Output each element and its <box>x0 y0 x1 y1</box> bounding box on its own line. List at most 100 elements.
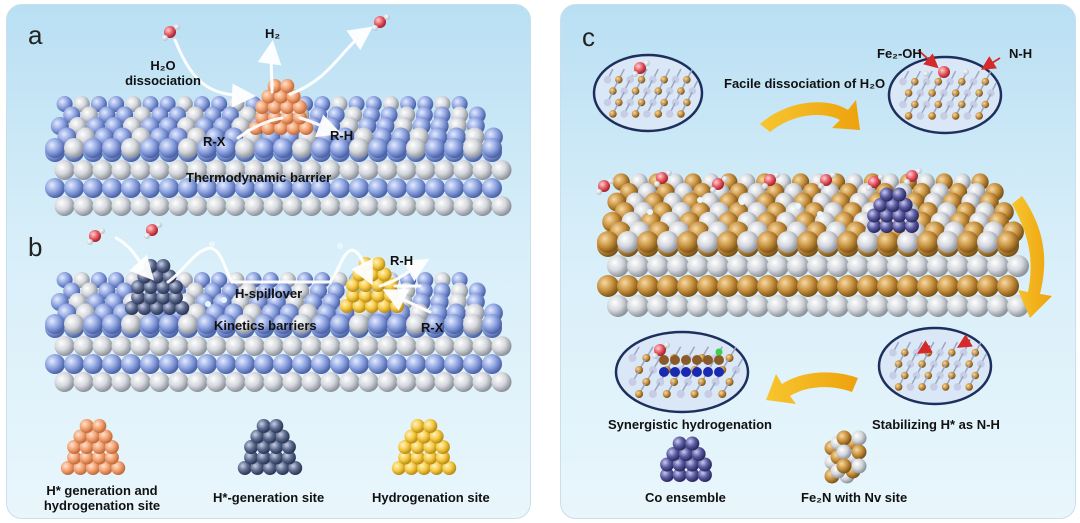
inset-atom <box>628 378 637 386</box>
legend-yellow-cluster-atom <box>429 461 444 475</box>
slab-c-atom <box>987 255 1009 277</box>
inset-atom <box>660 75 668 84</box>
slab-a-atom <box>92 196 113 216</box>
inset-fe2oh-nh <box>887 55 1003 135</box>
water-molecule <box>144 222 162 239</box>
slab-a-atom <box>102 138 122 158</box>
oxygen-atom <box>146 224 158 236</box>
inset-atom <box>631 87 640 95</box>
slab-a-atom <box>206 160 227 180</box>
h2o-label-line1: H₂O <box>150 58 176 73</box>
inset-atom <box>916 89 925 97</box>
cluster-orange-a-atom <box>292 100 307 114</box>
inset-atom <box>620 87 629 95</box>
co-atom <box>659 367 669 377</box>
slab-b-atom <box>235 354 255 374</box>
water-molecule <box>596 178 614 195</box>
legend-orange-cluster-atom <box>86 429 100 444</box>
legend-co-cluster-atom <box>679 447 693 461</box>
carbon-atom <box>670 355 680 365</box>
inset-atom <box>704 390 713 398</box>
slab-a-atom <box>320 160 341 180</box>
slab-a-atom <box>482 138 502 158</box>
slab-c-atom <box>677 275 699 297</box>
slab-a-atom <box>330 178 350 198</box>
slab-a-atom <box>45 178 65 198</box>
slab-a-atom <box>406 178 426 198</box>
slab-a-atom <box>491 160 512 180</box>
cluster-slate-b-atom <box>168 290 183 305</box>
inset-atom <box>965 383 973 391</box>
slab-a-atom <box>377 160 398 180</box>
inset-atom <box>725 378 734 386</box>
cluster-slate-b-atom <box>162 269 177 284</box>
slab-b-atom <box>434 372 455 392</box>
inset-atom <box>910 100 919 109</box>
slab-b-atom <box>444 314 464 334</box>
slab-a-atom <box>54 196 75 216</box>
hydrogen-atom <box>174 24 180 30</box>
hydrogen-atom <box>664 342 670 348</box>
cluster-yellow-b-atom <box>352 299 367 313</box>
fe2n-atom <box>851 430 867 446</box>
slab-b-atom <box>377 372 398 392</box>
slab-c-atom <box>747 295 769 317</box>
slab-c-atom <box>897 231 919 253</box>
slab-a-atom <box>273 138 293 158</box>
slab-a-atom <box>197 178 217 198</box>
co-ensemble-label: Co ensemble <box>645 490 726 505</box>
legend-co-cluster <box>660 436 712 482</box>
slab-c-atom <box>697 275 719 297</box>
slab-b-atom <box>472 336 493 356</box>
inset-atom <box>889 348 897 357</box>
water-molecule <box>762 172 780 189</box>
slab-a-atom <box>83 178 103 198</box>
arrow-bottom <box>766 372 858 404</box>
legend-slate-cluster-atom <box>269 450 284 465</box>
slab-a-atom <box>444 138 464 158</box>
slab-c-atom <box>847 295 869 317</box>
slab-c <box>597 173 1029 317</box>
h-atom <box>795 203 801 209</box>
legend-slate-cluster-atom <box>244 450 259 465</box>
slab-a-atom <box>358 196 379 216</box>
hydrogen-atom <box>652 353 658 359</box>
legend-slate-cluster-atom <box>256 440 271 454</box>
inset-atom <box>904 112 913 120</box>
slab-a-atom <box>339 196 360 216</box>
inset-atom <box>609 110 617 118</box>
inset-atom <box>900 371 909 380</box>
hydrogen-atom <box>632 71 638 77</box>
slab-a-atom <box>301 160 322 180</box>
legend-orange-cluster-atom <box>92 440 107 454</box>
inset-water <box>632 60 650 77</box>
hydrogen-atom <box>644 60 650 66</box>
inset-atom <box>946 77 954 86</box>
slab-b-atom <box>83 314 103 334</box>
slab-b-atom <box>64 314 84 334</box>
inset-atom <box>941 383 950 391</box>
co-cluster-c-atom <box>879 187 894 202</box>
slab-b-atom <box>235 314 255 334</box>
slab-a-atom <box>415 160 436 180</box>
cluster-slate-b-atom <box>143 290 158 305</box>
slab-a-atom <box>282 196 303 216</box>
inset-atom <box>718 390 727 398</box>
inset-atom <box>981 77 990 86</box>
oxygen-atom <box>938 66 950 78</box>
slab-b-atom <box>282 372 303 392</box>
cluster-slate-b-atom <box>156 280 171 294</box>
inset-atom <box>969 100 978 109</box>
carbon-atom <box>681 355 691 365</box>
h2o-dissociation-label: H₂O dissociation <box>108 58 218 88</box>
slab-a-atom <box>225 160 246 180</box>
slab-c-atom <box>967 255 989 277</box>
legend-orange-cluster-atom <box>86 461 100 475</box>
legend-yellow-cluster-atom <box>398 440 413 454</box>
legend-slate-cluster-atom <box>281 450 296 465</box>
legend-slate-cluster-atom <box>244 440 259 454</box>
slab-c-atom <box>897 275 919 297</box>
slab-c-atom <box>707 255 729 277</box>
slab-a-atom <box>434 196 455 216</box>
h2-label: H₂ <box>265 26 281 41</box>
